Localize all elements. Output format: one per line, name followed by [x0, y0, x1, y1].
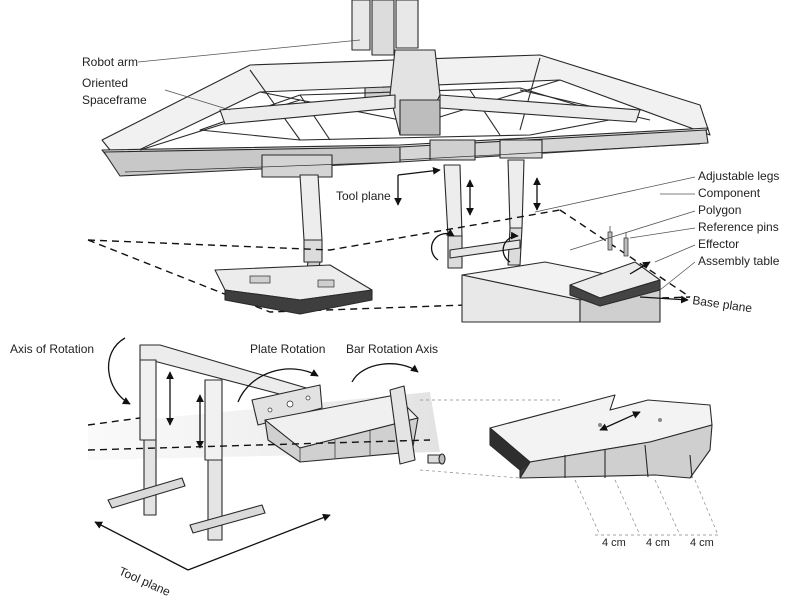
label-effector: Effector: [698, 237, 739, 251]
label-polygon: Polygon: [698, 203, 741, 217]
enlarged-polygon-component: [489, 394, 713, 479]
label-axis-of-rotation: Axis of Rotation: [10, 342, 94, 356]
tool-plane-axes-bottom: [94, 513, 331, 571]
polygon-component-mid: [264, 385, 419, 465]
reference-pins: [607, 226, 629, 257]
dimension-guides: [574, 479, 720, 536]
label-spaceframe: Spaceframe: [82, 93, 147, 107]
label-reference-pins: Reference pins: [698, 220, 779, 234]
end-effector-frame: [107, 344, 323, 541]
base-plane-arrow: [639, 295, 689, 304]
dimension-1: 4 cm: [602, 537, 626, 549]
dimension-3: 4 cm: [690, 537, 714, 549]
label-component: Component: [698, 186, 761, 200]
label-plate-rotation: Plate Rotation: [250, 342, 325, 356]
component-left: [214, 264, 373, 315]
label-bar-rotation-axis: Bar Rotation Axis: [346, 342, 438, 356]
label-base-plane: Base plane: [692, 293, 754, 315]
leg-adjust-arrows: [394, 166, 541, 263]
top-leaders: [137, 39, 696, 291]
label-tool-plane-top: Tool plane: [336, 189, 391, 203]
label-assembly-table: Assembly table: [698, 254, 780, 268]
label-tool-plane-bottom: Tool plane: [117, 564, 173, 599]
bottom-adjust-arrows: [108, 337, 419, 449]
adjustable-legs: [299, 159, 525, 286]
label-oriented: Oriented: [82, 76, 128, 90]
tool-plane-dashes-bottom: [87, 399, 560, 479]
oriented-spaceframe: [101, 49, 711, 178]
label-robot-arm: Robot arm: [82, 55, 138, 69]
assembly-table: [461, 261, 661, 323]
label-adjustable-legs: Adjustable legs: [698, 169, 779, 183]
dimension-2: 4 cm: [646, 537, 670, 549]
reference-pin-small: [427, 453, 446, 465]
